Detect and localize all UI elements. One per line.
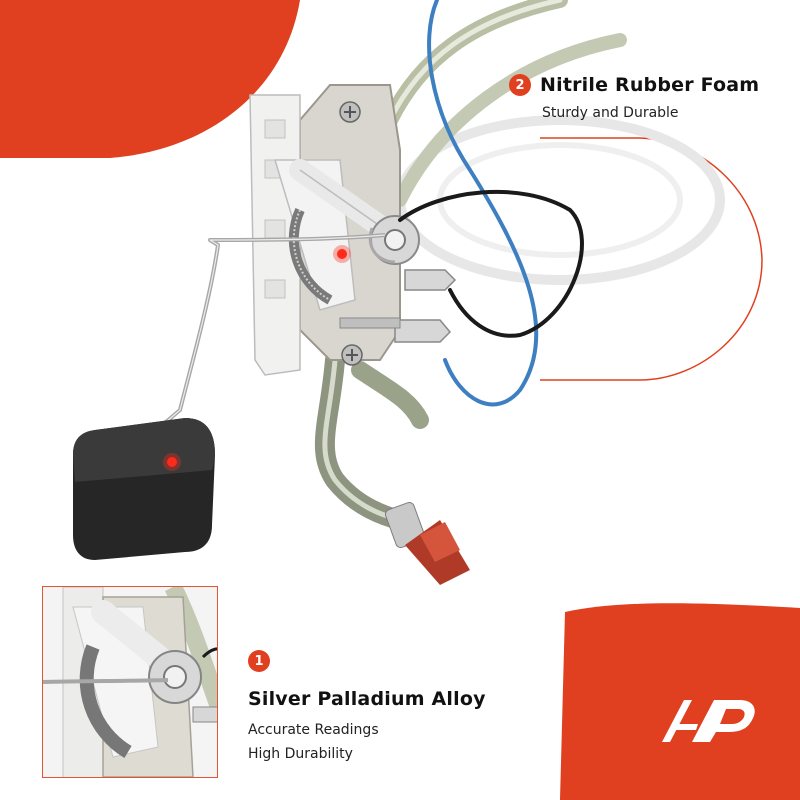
- feature-callout-2: 2 Nitrile Rubber Foam Sturdy and Durable: [509, 74, 759, 121]
- pivot-inner: [384, 229, 406, 251]
- feature-number-badge: 2: [509, 74, 531, 96]
- tube-lower: [351, 361, 429, 429]
- feature-number-badge: 1: [248, 650, 270, 672]
- a-premium-logo: [662, 700, 755, 742]
- feature-line: High Durability: [248, 746, 353, 762]
- feature-callout-1: 1 Silver Palladium Alloy Accurate Readin…: [248, 650, 486, 762]
- feature-title: Silver Palladium Alloy: [248, 688, 486, 710]
- inset-illustration: [43, 587, 217, 777]
- feature-line: Accurate Readings: [248, 722, 379, 738]
- feature-title: Nitrile Rubber Foam: [540, 74, 760, 96]
- tube-right: [393, 33, 627, 207]
- terminal-bottom: [394, 319, 452, 343]
- outline-arc: [540, 137, 763, 381]
- black-wire: [398, 189, 584, 338]
- inset-zoom-panel: [42, 586, 218, 778]
- blue-wire: [427, 0, 539, 407]
- feature-subtitle: Sturdy and Durable: [542, 105, 679, 121]
- bottom-right-accent-shape: [560, 603, 800, 800]
- terminal-top: [404, 269, 457, 291]
- top-left-accent-shape: [0, 0, 300, 158]
